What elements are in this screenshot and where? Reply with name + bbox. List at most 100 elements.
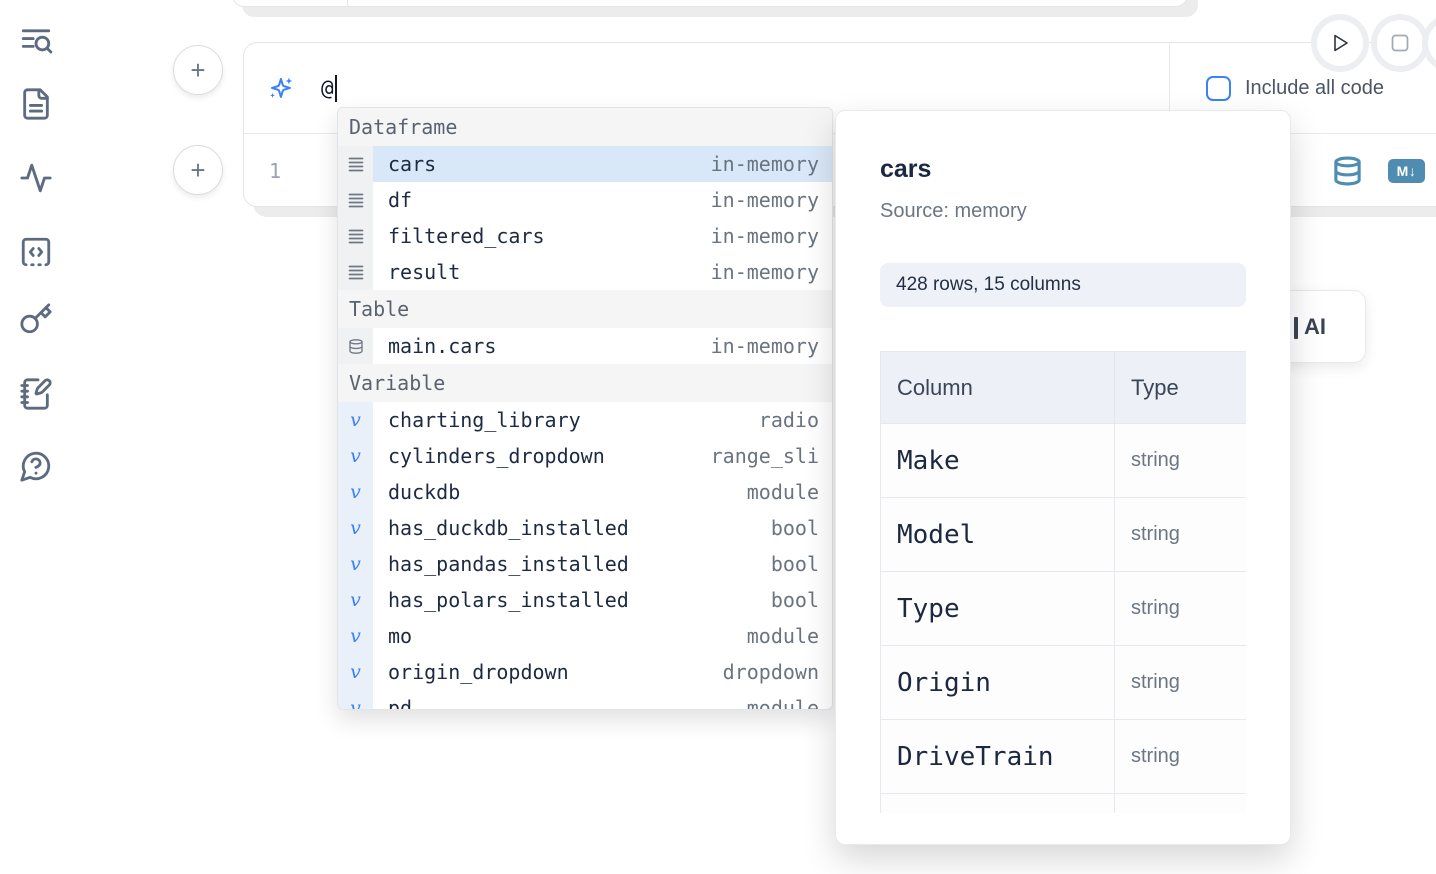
file-text-icon[interactable]: [19, 87, 53, 121]
completion-item-name: result: [388, 260, 461, 284]
column-type-cell: string: [1114, 719, 1246, 794]
dataset-preview-popup: cars Source: memory 428 rows, 15 columns…: [835, 110, 1291, 845]
completion-item-type: module: [746, 696, 819, 710]
sql-database-icon[interactable]: [1332, 155, 1363, 187]
column-type-cell: [1114, 793, 1246, 813]
variable-icon: v: [338, 654, 373, 690]
cell-divider: [347, 0, 348, 6]
dataframe-icon: [338, 146, 373, 182]
completion-item-pd[interactable]: v pd module: [338, 690, 832, 710]
include-all-code-checkbox[interactable]: [1206, 75, 1231, 101]
sparkles-icon: [268, 75, 295, 102]
column-name-cell: DriveTrain: [880, 719, 1115, 794]
variable-icon: v: [338, 618, 373, 654]
completion-item-type: bool: [770, 588, 819, 612]
markdown-icon[interactable]: M↓: [1388, 158, 1425, 183]
add-cell-above-button[interactable]: +: [173, 45, 223, 95]
add-cell-below-button[interactable]: +: [173, 145, 223, 195]
ai-button-label: AI: [1304, 313, 1326, 339]
completion-item-type: module: [746, 480, 819, 504]
help-chat-icon[interactable]: [19, 449, 53, 483]
notebook-pen-icon[interactable]: [19, 377, 53, 411]
ai-prompt-input[interactable]: @: [321, 43, 337, 133]
completion-section-table: Table: [338, 290, 832, 328]
stop-cell-button[interactable]: [1377, 20, 1423, 66]
completion-item-name: duckdb: [388, 480, 461, 504]
completion-item-name: has_pandas_installed: [388, 552, 629, 576]
schema-table-row: [880, 793, 1246, 813]
variable-icon: v: [338, 546, 373, 582]
previous-cell-edge: [232, 0, 1188, 7]
completion-item-name: pd: [388, 696, 413, 710]
variable-icon: v: [338, 510, 373, 546]
completion-item-name: charting_library: [388, 408, 581, 432]
completion-item-name: cars: [388, 152, 437, 176]
completion-item-has_pandas_installed[interactable]: v has_pandas_installed bool: [338, 546, 832, 582]
completion-item-has_polars_installed[interactable]: v has_polars_installed bool: [338, 582, 832, 618]
completion-item-name: cylinders_dropdown: [388, 444, 605, 468]
completion-section-dataframe: Dataframe: [338, 108, 832, 146]
completion-item-name: origin_dropdown: [388, 660, 569, 684]
completion-item-type: range_sli: [710, 444, 819, 468]
completion-item-name: df: [388, 188, 413, 212]
completion-item-type: bool: [770, 516, 819, 540]
code-snippet-icon[interactable]: [19, 235, 53, 269]
column-type-cell: string: [1114, 497, 1246, 572]
dataframe-icon: [338, 182, 373, 218]
prompt-divider: [1169, 43, 1170, 133]
column-type-cell: string: [1114, 423, 1246, 498]
include-all-code-toggle[interactable]: Include all code: [1206, 43, 1384, 133]
completion-section-variable: Variable: [338, 364, 832, 402]
completion-item-name: has_polars_installed: [388, 588, 629, 612]
completion-item-filtered_cars[interactable]: filtered_cars in-memory: [338, 218, 832, 254]
completion-item-type: bool: [770, 552, 819, 576]
ai-prompt-value: @: [321, 76, 334, 100]
column-type-cell: string: [1114, 571, 1246, 646]
completion-item-type: in-memory: [710, 224, 819, 248]
extra-cell-button[interactable]: [1428, 20, 1436, 66]
table-icon: [338, 328, 373, 364]
text-search-icon[interactable]: [19, 23, 53, 57]
run-cell-button[interactable]: [1317, 20, 1363, 66]
completion-item-cylinders_dropdown[interactable]: v cylinders_dropdown range_sli: [338, 438, 832, 474]
line-number: 1: [269, 158, 282, 183]
column-name-cell: Type: [880, 571, 1115, 646]
key-icon[interactable]: [19, 302, 53, 336]
column-name-cell: Make: [880, 423, 1115, 498]
type-header: Type: [1114, 351, 1246, 424]
completion-item-origin_dropdown[interactable]: v origin_dropdown dropdown: [338, 654, 832, 690]
completion-item-type: dropdown: [722, 660, 819, 684]
variable-icon: v: [338, 690, 373, 709]
variable-icon: v: [338, 438, 373, 474]
activity-icon[interactable]: [19, 161, 53, 195]
dataframe-icon: [338, 218, 373, 254]
completion-item-type: module: [746, 624, 819, 648]
text-cursor: [334, 74, 337, 102]
completion-item-name: filtered_cars: [388, 224, 545, 248]
include-all-code-label: Include all code: [1245, 76, 1384, 99]
completion-item-type: in-memory: [710, 152, 819, 176]
stop-square-icon: [1391, 34, 1409, 52]
hidden-glyph-fragment: [1294, 317, 1298, 339]
completion-item-type: in-memory: [710, 334, 819, 358]
completion-item-cars[interactable]: cars in-memory: [338, 146, 832, 182]
completion-item-name: mo: [388, 624, 413, 648]
dataset-shape-badge: 428 rows, 15 columns: [880, 263, 1246, 307]
column-header: Column: [880, 351, 1115, 424]
variable-icon: v: [338, 582, 373, 618]
code-editor-row[interactable]: 1 M↓: [244, 135, 1436, 206]
